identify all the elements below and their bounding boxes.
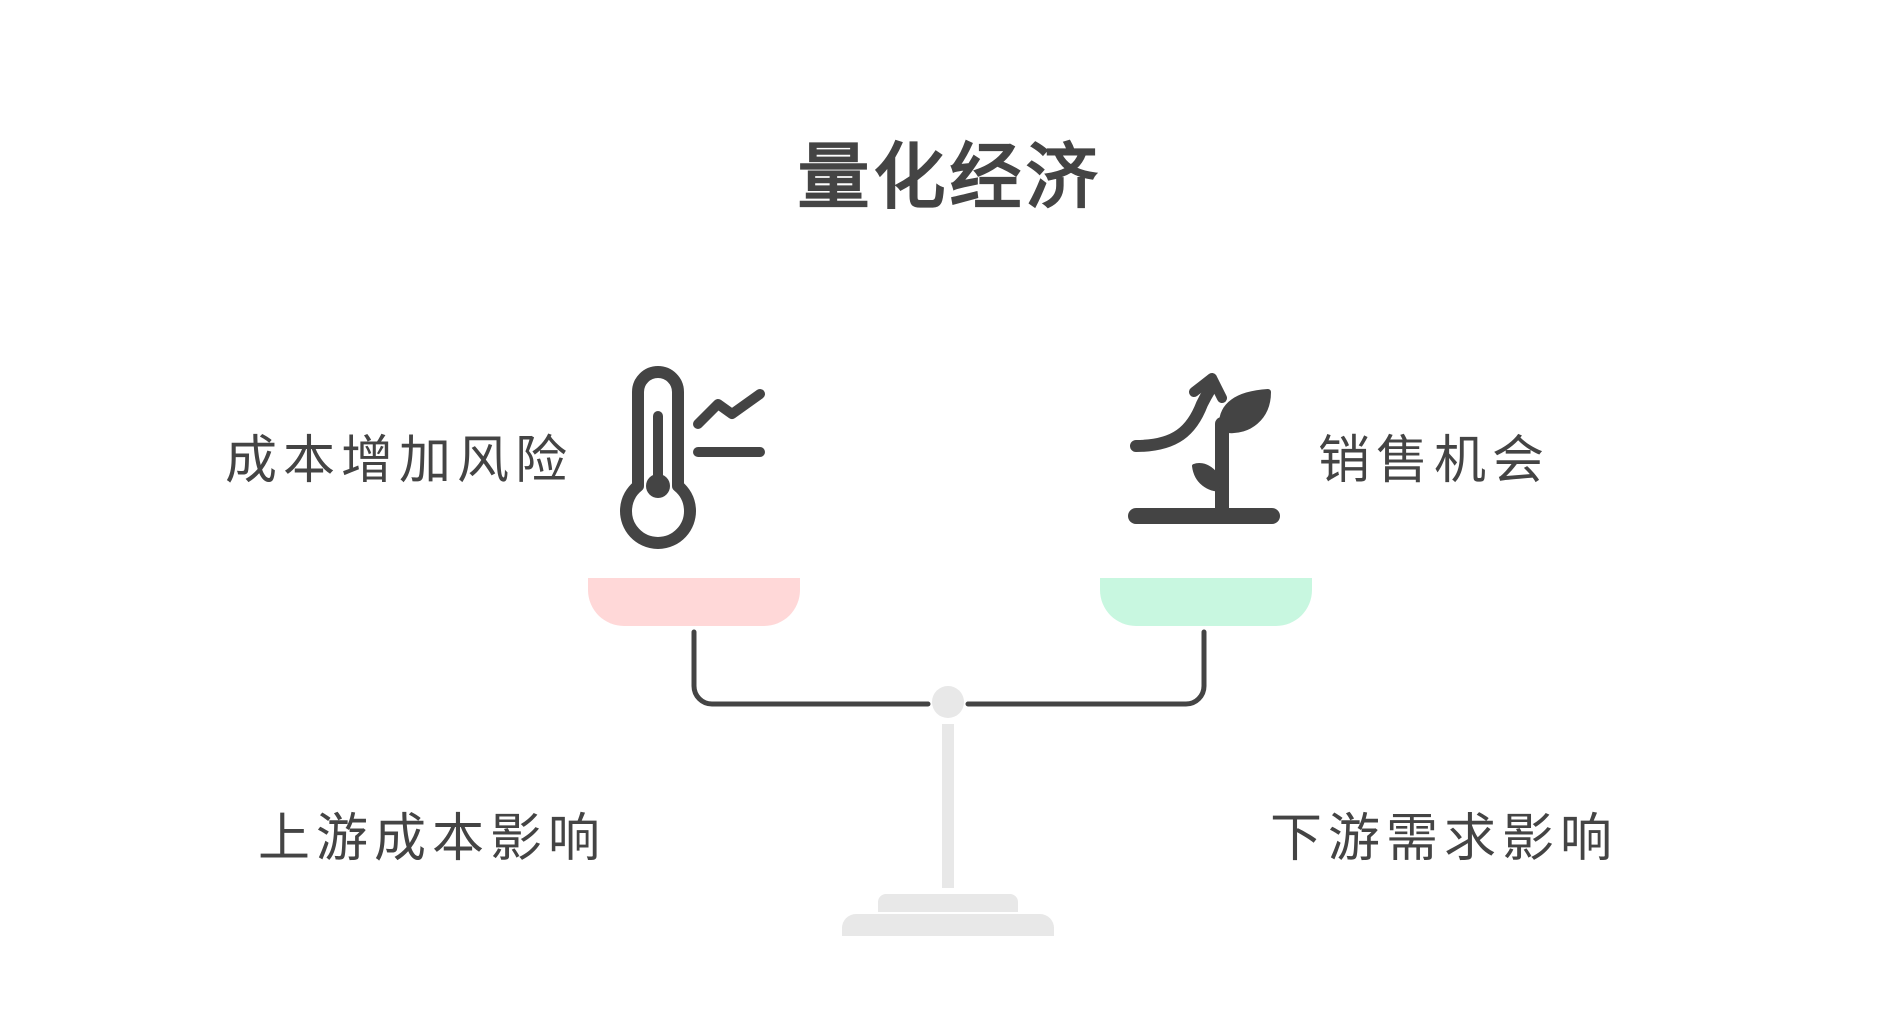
left-pan bbox=[588, 578, 800, 626]
downstream-demand-caption: 下游需求影响 bbox=[1270, 809, 1619, 869]
right-pan bbox=[1100, 578, 1312, 626]
scale-beam-right bbox=[965, 629, 1207, 707]
scale-beam bbox=[691, 629, 931, 707]
scale-base-top bbox=[878, 894, 1018, 912]
scale-pivot bbox=[932, 686, 964, 718]
cost-risk-label: 成本增加风险 bbox=[224, 431, 573, 491]
upstream-cost-caption: 上游成本影响 bbox=[258, 809, 607, 869]
scale-pole bbox=[942, 724, 954, 888]
diagram-title: 量化经济 bbox=[797, 134, 1102, 219]
sprout-growth-icon bbox=[1128, 373, 1280, 524]
thermometer-rising-icon bbox=[620, 366, 765, 549]
scale-base bbox=[842, 914, 1054, 936]
sales-opportunity-label: 销售机会 bbox=[1318, 431, 1551, 491]
